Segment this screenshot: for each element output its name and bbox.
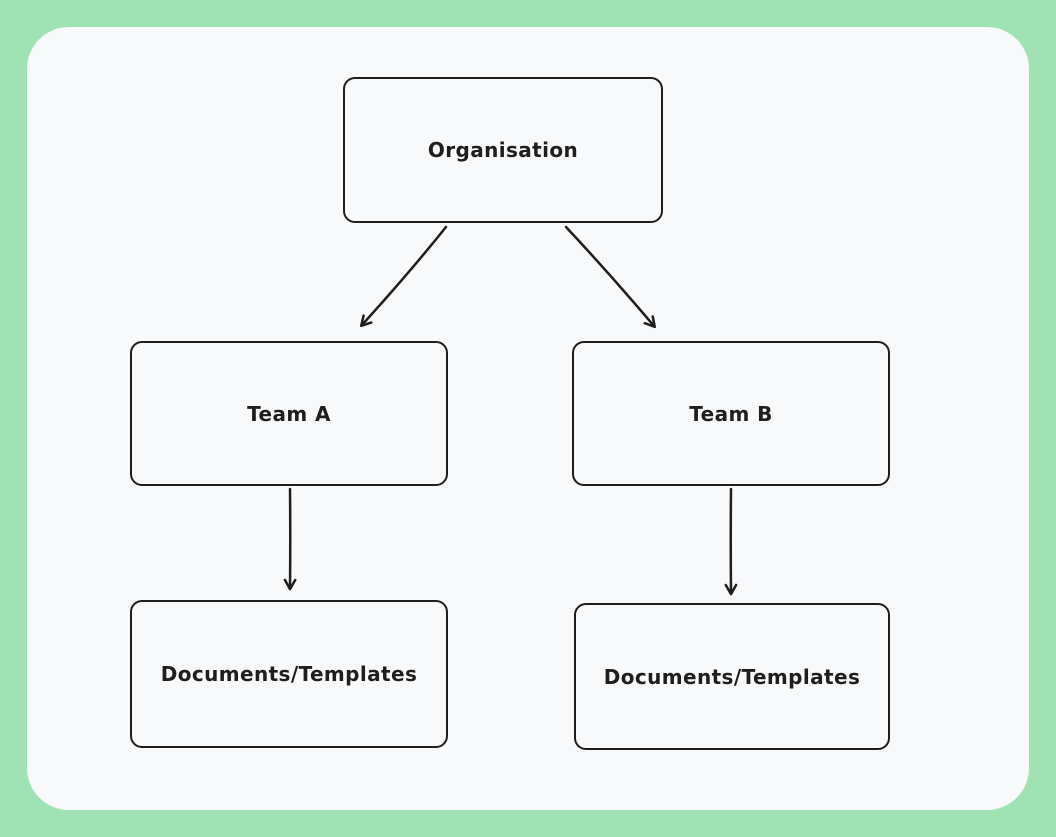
node-team-b-documents-label: Documents/Templates [603, 664, 861, 689]
node-team-b: Team B [572, 341, 890, 486]
node-team-a-documents-label: Documents/Templates [160, 662, 418, 686]
node-organisation-label: Organisation [427, 138, 579, 162]
node-team-b-label: Team B [689, 401, 773, 426]
node-team-a-label: Team A [247, 401, 331, 426]
node-team-b-documents: Documents/Templates [574, 603, 890, 750]
node-organisation: Organisation [343, 77, 663, 223]
node-team-a: Team A [130, 341, 448, 486]
diagram-canvas [27, 27, 1029, 810]
node-team-a-documents: Documents/Templates [130, 600, 448, 748]
